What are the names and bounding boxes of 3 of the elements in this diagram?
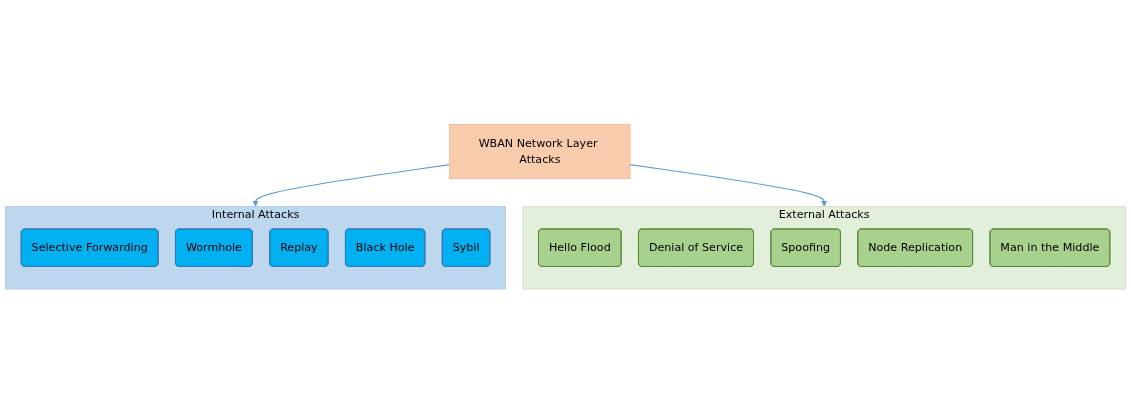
arrow — [252, 164, 451, 207]
arrow — [629, 164, 828, 207]
node-box: WBAN Network Layer Attacks — [449, 124, 631, 180]
